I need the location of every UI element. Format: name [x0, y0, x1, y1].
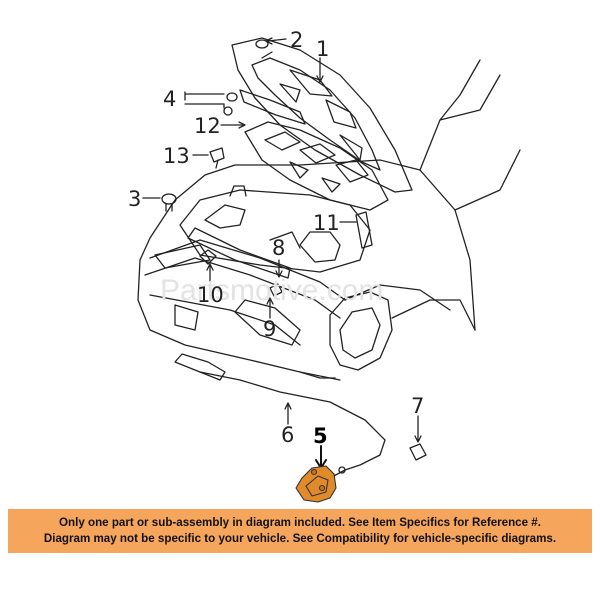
hood-insulator	[244, 121, 389, 211]
hood-seal	[239, 89, 306, 125]
callout-3: 3	[128, 187, 141, 211]
hood-latch-highlight	[295, 465, 337, 503]
release-handle	[174, 353, 226, 381]
callout-5: 5	[313, 424, 328, 448]
callout-13: 13	[163, 144, 190, 168]
callout-4: 4	[163, 87, 176, 111]
callout-10: 10	[197, 283, 224, 307]
engine-bay	[179, 185, 371, 279]
fasteners	[161, 39, 427, 461]
callout-1: 1	[316, 37, 329, 61]
disclaimer-line-1: Only one part or sub-assembly in diagram…	[59, 516, 541, 529]
release-cable	[199, 371, 386, 479]
callout-7: 7	[411, 394, 424, 418]
disclaimer-line-2: Diagram may not be specific to your vehi…	[43, 532, 557, 545]
callout-11: 11	[313, 211, 340, 235]
callout-2: 2	[290, 28, 303, 52]
leader-line-5	[315, 445, 327, 469]
leader-lines	[142, 37, 422, 443]
callout-6: 6	[281, 423, 294, 447]
callout-9: 9	[263, 317, 276, 341]
hood-panel	[231, 37, 413, 193]
disclaimer-banner: Only one part or sub-assembly in diagram…	[8, 509, 592, 553]
callout-8: 8	[272, 236, 285, 260]
callout-12: 12	[194, 114, 221, 138]
vehicle-outline	[137, 59, 521, 381]
watermark: Partsmotive.com	[160, 274, 383, 307]
